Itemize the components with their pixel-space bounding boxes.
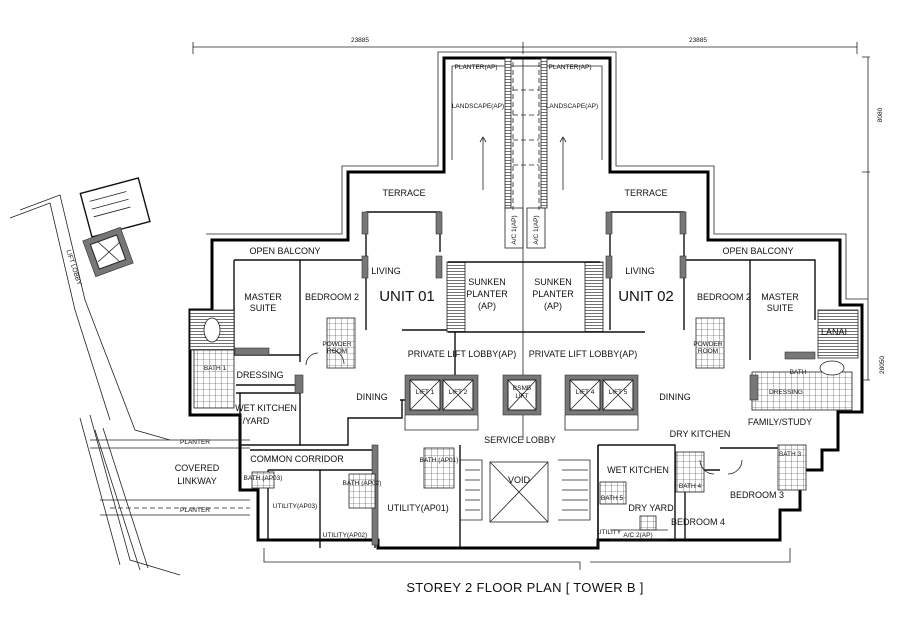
- planter-upper-label: PLANTER: [180, 439, 210, 446]
- unit02-bath: BATH: [790, 369, 807, 376]
- unit01-terrace: TERRACE: [382, 188, 425, 198]
- unit01-wet-kitchen-1: WET KITCHEN: [235, 403, 297, 413]
- unit01-dining: DINING: [356, 392, 388, 402]
- planter-left-label: PLANTER(AP): [455, 64, 498, 71]
- unit02-walls: [597, 211, 859, 541]
- unit02-dry-kitchen: DRY KITCHEN: [670, 429, 731, 439]
- unit02-open-balcony: OPEN BALCONY: [722, 246, 793, 256]
- unit01-living: LIVING: [371, 266, 401, 276]
- building-outline: [188, 51, 868, 570]
- void-label: VOID: [508, 475, 531, 485]
- unit02-sunken-3: (AP): [544, 301, 562, 311]
- unit01-powder-1: POWDER: [322, 341, 352, 348]
- unit02-bath-4: BATH 4: [679, 483, 702, 490]
- ac-right-label: A/C 1(AP): [533, 215, 540, 244]
- unit01-sunken-1: SUNKEN: [468, 277, 506, 287]
- unit02-ac-2: A/C 2(AP): [623, 532, 652, 539]
- bath-ap03-label: BATH (AP03): [244, 475, 283, 482]
- common-areas: [90, 439, 599, 548]
- unit01-powder-2: ROOM: [327, 348, 347, 355]
- central-planter-strip: [479, 57, 567, 440]
- unit02-powder-1: POWDER: [693, 341, 723, 348]
- unit01-title: UNIT 01: [379, 288, 435, 305]
- unit02-master-suite-2: SUITE: [767, 303, 794, 313]
- planter-right-label: PLANTER(AP): [549, 64, 592, 71]
- unit01-sunken-3: (AP): [478, 301, 496, 311]
- dim-top-right: 23885: [689, 37, 707, 44]
- unit02-utility: UTILITY: [597, 529, 622, 536]
- dim-right-lower: 28050: [879, 356, 886, 374]
- dim-right-upper: 8080: [877, 107, 884, 122]
- unit02-private-lift-lobby: PRIVATE LIFT LOBBY(AP): [529, 349, 638, 359]
- unit02-sunken-2: PLANTER: [532, 289, 574, 299]
- unit02-terrace: TERRACE: [624, 188, 667, 198]
- bsmb-lift-2: LIFT: [515, 393, 528, 400]
- unit02-bath-3: BATH 3: [779, 451, 802, 458]
- unit02-master-suite-1: MASTER: [761, 292, 799, 302]
- unit01-bedroom-2: BEDROOM 2: [305, 292, 359, 302]
- unit02-sunken-1: SUNKEN: [534, 277, 572, 287]
- ac-left-label: A/C 1(AP): [511, 215, 518, 244]
- unit02-family-study: FAMILY/STUDY: [748, 417, 812, 427]
- unit01-master-suite-2: SUITE: [250, 303, 277, 313]
- unit02-powder-2: ROOM: [698, 348, 718, 355]
- landscape-right-label: LANDSCAPE(AP): [546, 103, 598, 110]
- service-lobby-label: SERVICE LOBBY: [484, 435, 556, 445]
- unit01-dressing: DRESSING: [236, 370, 283, 380]
- lift-cores: [404, 374, 639, 431]
- unit01-private-lift-lobby: PRIVATE LIFT LOBBY(AP): [408, 349, 517, 359]
- unit01-sunken-2: PLANTER: [466, 289, 508, 299]
- utility-ap02-label: UTILITY(AP02): [323, 532, 367, 539]
- unit02-living: LIVING: [625, 266, 655, 276]
- unit02-bedroom-2: BEDROOM 2: [697, 292, 751, 302]
- unit02-dressing: DRESSING: [769, 389, 803, 396]
- bath-ap01-label: BATH (AP01): [420, 457, 459, 464]
- lift-4-label: LIFT 4: [576, 389, 595, 396]
- left-lift-lobby: [9, 177, 181, 576]
- dimension-lines: [192, 42, 870, 381]
- unit02-wet-kitchen: WET KITCHEN: [607, 465, 669, 475]
- unit01-bath-1: BATH 1: [204, 365, 227, 372]
- utility-ap01-label: UTILITY(AP01): [387, 503, 449, 513]
- unit01-open-balcony: OPEN BALCONY: [249, 246, 320, 256]
- unit02-lanai: LANAI: [821, 327, 847, 337]
- unit02-dining: DINING: [659, 392, 691, 402]
- unit02-bath-5: BATH 5: [601, 495, 624, 502]
- lift-lobby-label: LIFT LOBBY: [64, 249, 82, 287]
- bsmb-lift-1: BSMB: [513, 385, 531, 392]
- unit01-walls: [189, 211, 604, 446]
- plan-title: STOREY 2 FLOOR PLAN [ TOWER B ]: [406, 580, 643, 595]
- common-corridor-label: COMMON CORRIDOR: [250, 454, 344, 464]
- covered-linkway-2: LINKWAY: [177, 476, 217, 486]
- unit02-dry-yard: DRY YARD: [628, 503, 674, 513]
- landscape-left-label: LANDSCAPE(AP): [452, 103, 504, 110]
- unit02-title: UNIT 02: [618, 288, 674, 305]
- unit02-bedroom-4: BEDROOM 4: [671, 517, 725, 527]
- unit01-wet-kitchen-2: /YARD: [243, 416, 270, 426]
- lift-5-label: LIFT 5: [609, 389, 628, 396]
- covered-linkway-1: COVERED: [175, 463, 220, 473]
- utility-ap03-label: UTILITY(AP03): [273, 503, 317, 510]
- planter-lower-label: PLANTER: [180, 507, 210, 514]
- unit02-bedroom-3: BEDROOM 3: [730, 490, 784, 500]
- lift-1-label: LIFT 1: [416, 389, 435, 396]
- unit01-master-suite-1: MASTER: [244, 292, 282, 302]
- bath-ap02-label: BATH (AP02): [343, 480, 382, 487]
- lift-2-label: LIFT 2: [449, 389, 468, 396]
- dim-top-left: 23885: [351, 37, 369, 44]
